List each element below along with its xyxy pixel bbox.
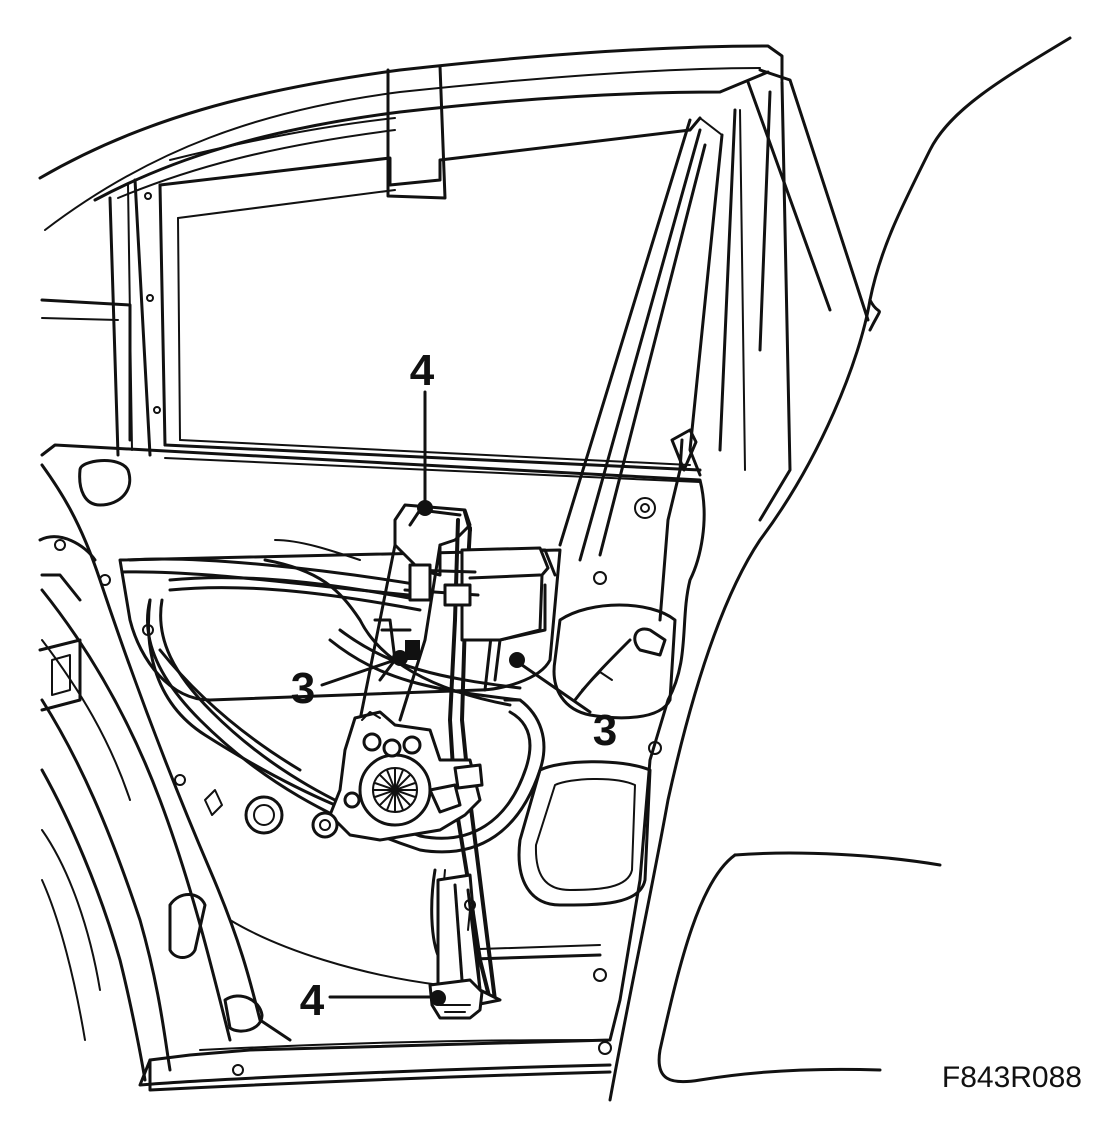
callout-4-bottom: 4 bbox=[300, 976, 325, 1025]
callout-dot-right-3 bbox=[509, 652, 525, 668]
panel-openings bbox=[38, 192, 677, 1076]
door-outer-frame bbox=[38, 36, 1072, 1102]
callout-labels: 4 3 3 4 bbox=[291, 346, 617, 1025]
window-regulator bbox=[311, 503, 550, 1020]
callout-dot-left-3 bbox=[392, 650, 408, 666]
figure-id: F843R088 bbox=[942, 1061, 1082, 1094]
door-inner-panel bbox=[38, 443, 706, 1092]
callout-leaders bbox=[320, 390, 592, 999]
callout-dot-top-4 bbox=[417, 500, 433, 516]
cables bbox=[120, 428, 698, 962]
callout-3-left: 3 bbox=[291, 664, 315, 713]
callout-4-top: 4 bbox=[410, 346, 435, 395]
callout-3-right: 3 bbox=[593, 706, 617, 755]
